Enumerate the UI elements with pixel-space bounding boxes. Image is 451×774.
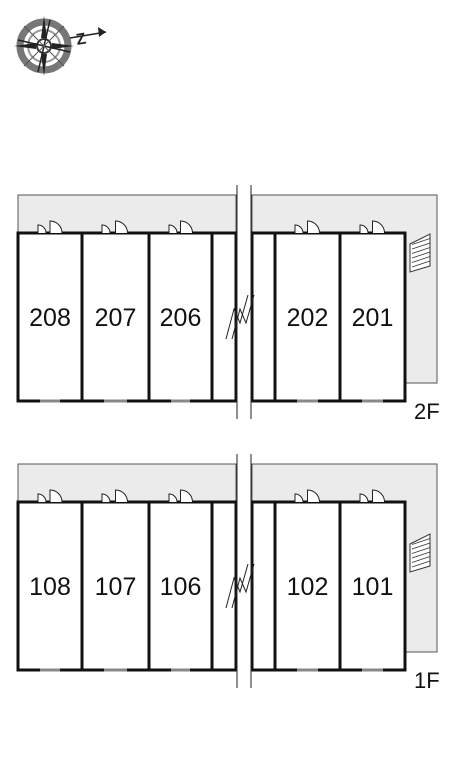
vent-arc [37,224,47,234]
door-arc [307,220,320,234]
room-wall [16,231,84,403]
door-arc [372,489,385,503]
stairs-icon [409,233,431,273]
stairs-step [411,547,431,554]
room-number: 208 [29,304,71,332]
break-gap [237,454,251,688]
room-wall [210,500,238,672]
door-arc [49,220,63,234]
room-wall [273,231,342,403]
stairs-step [411,560,431,568]
room-number: 201 [352,304,394,332]
room-101: 101 [338,489,407,672]
floor-label: 2F [414,399,440,424]
door-arc [307,489,320,503]
stairs-step [411,542,431,550]
vent-arc [101,224,111,234]
vent-arc [101,493,111,503]
room-206: 206 [147,220,214,403]
stairs-step [411,551,431,559]
room-wall [80,231,151,403]
break-zigzag-2 [225,294,249,340]
room-201: 201 [338,220,407,403]
room-wall [16,500,84,672]
compass-icon [14,16,107,76]
break-zigzag [231,294,255,340]
room-208: 208 [16,220,84,403]
vent-arc [294,493,304,503]
door-arc [115,220,128,234]
stairs-step [411,242,431,250]
vent-arc [168,224,178,234]
stairs-step [411,238,431,245]
room-wall [338,500,407,672]
stairs-step [411,260,431,268]
door-arc [180,489,193,503]
room-202: 202 [273,220,342,403]
floor-2f: 208 207 206 202 201 2F [16,185,440,424]
stairs-step [411,256,431,263]
room-wall [250,500,277,672]
floor-1f: 108 107 106 102 101 1F [16,454,440,693]
room-number: 202 [287,304,329,332]
room-106: 106 [147,489,214,672]
room-number: 102 [287,573,329,601]
vent-arc [359,224,369,234]
room-number: 206 [160,304,202,332]
stairs-step [411,556,431,563]
room-number: 107 [95,573,137,601]
vent-arc [168,493,178,503]
room-207: 207 [80,220,151,403]
room-108: 108 [16,489,84,672]
room-107: 107 [80,489,151,672]
room-partial-right-partial-0 [250,500,277,672]
room-number: 108 [29,573,71,601]
break-gap [237,185,251,419]
room-number: 106 [160,573,202,601]
vent-arc [359,493,369,503]
door-arc [49,489,63,503]
door-arc [372,220,385,234]
room-partial-left-3 [210,500,238,672]
stairs-icon [409,533,431,573]
break-zigzag [231,563,255,609]
stairs-step [411,538,431,545]
room-wall [210,231,238,403]
door-arc [180,220,193,234]
vent-arc [294,224,304,234]
room-number: 101 [352,573,394,601]
break-zigzag-2 [225,563,249,609]
stairs-step [411,247,431,254]
floor-label: 1F [414,668,440,693]
room-wall [250,231,277,403]
room-number: 207 [95,304,137,332]
stairs-step [411,251,431,259]
vent-arc [37,493,47,503]
room-partial-right-partial-0 [250,231,277,403]
room-partial-left-3 [210,231,238,403]
room-102: 102 [273,489,342,672]
compass-north-letter: Z [75,30,88,48]
door-arc [115,489,128,503]
